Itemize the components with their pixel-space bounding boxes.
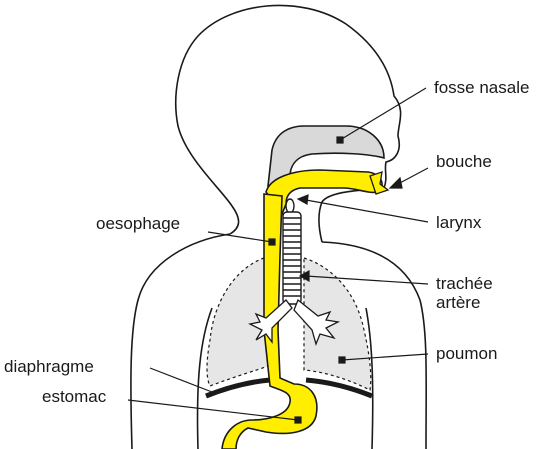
label-diaphragme: diaphragme <box>4 357 94 376</box>
label-poumon: poumon <box>436 344 497 363</box>
label-trachee-line1: trachée <box>436 274 493 293</box>
pointer-arrow-bouche <box>390 178 402 188</box>
pointer-dot-fosse-nasale <box>337 137 343 143</box>
pointer-bouche <box>398 168 428 184</box>
larynx-shape <box>286 199 294 213</box>
pointer-dot-oesophage <box>269 239 275 245</box>
label-oesophage: oesophage <box>96 214 180 233</box>
pointer-larynx <box>306 200 428 222</box>
pointer-dot-poumon <box>339 357 345 363</box>
pointer-diaphragme <box>150 368 212 392</box>
pointer-dot-estomac <box>295 417 301 423</box>
label-bouche: bouche <box>436 152 492 171</box>
label-fosse-nasale: fosse nasale <box>434 78 529 97</box>
oral-cavity <box>266 170 382 214</box>
pointer-estomac <box>128 400 298 420</box>
label-estomac: estomac <box>42 387 107 406</box>
label-larynx: larynx <box>436 213 482 232</box>
pointer-fosse-nasale <box>340 88 426 140</box>
label-trachee-line2: artère <box>436 293 480 312</box>
pointer-arrow-larynx <box>298 195 308 204</box>
